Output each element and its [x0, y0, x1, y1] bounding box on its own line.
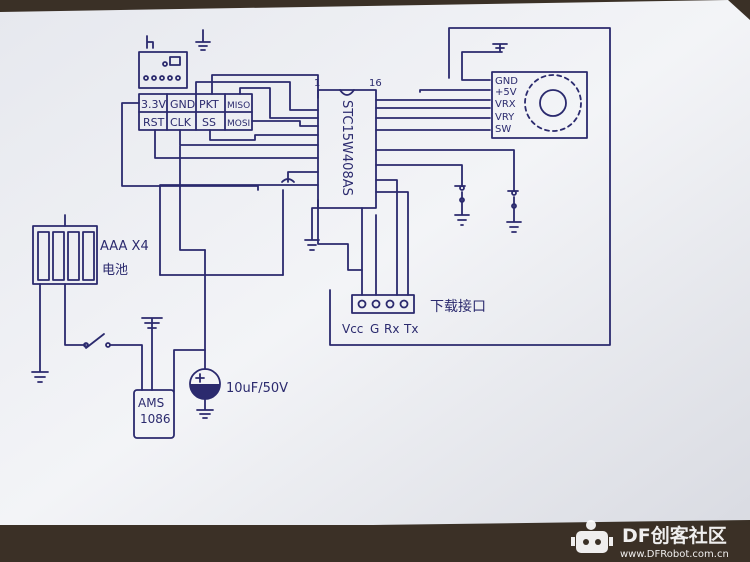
rf-pin-rst: RST: [143, 116, 165, 129]
rf-pin-pkt: PKT: [199, 98, 219, 111]
watermark-brand: DF创客社区: [622, 524, 727, 547]
rf-pin-3v3: 3.3V: [141, 98, 166, 111]
paper-shadow-edge: [728, 0, 750, 20]
robot-logo-icon: [571, 520, 613, 553]
rf-pin-gnd: GND: [170, 98, 195, 111]
rf-pin-clk: CLK: [170, 116, 192, 129]
table-bottom: [0, 525, 750, 562]
push-buttons: [375, 149, 522, 233]
port-pin-g: G: [370, 322, 379, 336]
joy-pin-vry: VRY: [495, 112, 515, 123]
port-pin-rx: Rx: [384, 322, 399, 336]
rf-pin-ss: SS: [202, 116, 216, 129]
paper-sheet: [0, 0, 750, 530]
rf-module: 3.3V GND PKT MISO RST CLK SS MOSI: [138, 29, 253, 131]
port-pin-tx: Tx: [403, 322, 418, 336]
joy-pin-vrx: VRX: [495, 99, 516, 110]
capacitor: 10uF/50V: [189, 368, 288, 419]
download-port-title: 下载接口: [430, 298, 486, 315]
regulator-line2: 1086: [140, 412, 171, 426]
mcu-chip: 1 16 STC15W408AS: [314, 78, 382, 209]
voltage-regulator: AMS 1086: [133, 317, 175, 439]
regulator-line1: AMS: [138, 396, 164, 410]
battery-label-line2: 电池: [102, 263, 128, 278]
joy-pin-gnd: GND: [495, 76, 518, 87]
capacitor-label: 10uF/50V: [226, 381, 288, 396]
wires: [64, 74, 491, 393]
dfrobot-watermark: DF创客社区 www.DFRobot.com.cn: [571, 520, 729, 560]
joy-pin-sw: SW: [495, 124, 511, 135]
download-port: 下载接口 Vcc G Rx Tx: [342, 294, 486, 336]
rf-pin-mosi: MOSI: [227, 119, 250, 129]
chip-name: STC15W408AS: [339, 100, 354, 196]
chip-pin-16-label: 16: [369, 78, 382, 89]
battery-label-line1: AAA X4: [100, 239, 149, 254]
port-pin-vcc: Vcc: [342, 322, 363, 336]
joystick-module: GND +5V VRX VRY SW: [329, 27, 611, 346]
rf-pin-miso: MISO: [227, 101, 250, 111]
watermark-url: www.DFRobot.com.cn: [620, 549, 729, 560]
joy-pin-5v: +5V: [495, 87, 517, 98]
